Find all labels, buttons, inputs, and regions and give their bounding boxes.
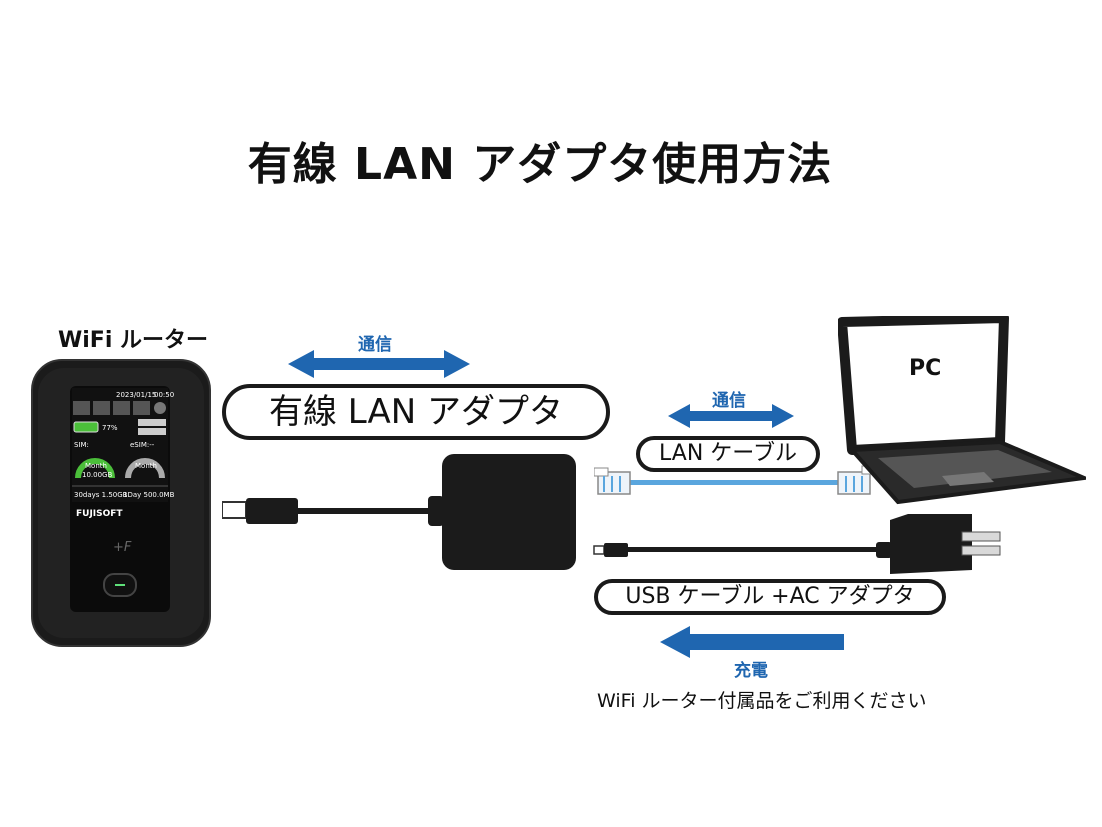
double-arrow-icon (288, 350, 470, 378)
arrow-left-icon (660, 626, 844, 658)
comm-label-2: 通信 (712, 391, 746, 411)
wifi-router-illustration: 2023/01/15 00:50 77% SIM: eSIM:-- Month … (31, 359, 211, 647)
usb-ac-label: USB ケーブル +AC アダプタ (594, 579, 946, 615)
note-text: WiFi ルーター付属品をご利用ください (597, 690, 927, 712)
laptop-illustration (838, 316, 1086, 505)
router-gauge1-label: Month (85, 462, 107, 470)
usb-ac-adapter-illustration (593, 514, 1001, 574)
charge-label: 充電 (734, 661, 768, 681)
router-sim: SIM: (74, 441, 89, 449)
router-brand: FUJISOFT (76, 509, 123, 519)
router-esim: eSIM:-- (130, 441, 155, 449)
adapter-label: 有線 LAN アダプタ (222, 384, 610, 440)
page-title: 有線 LAN アダプタ使用方法 (247, 139, 833, 190)
router-label: WiFi ルーター (58, 322, 208, 354)
router-usage-right: 1Day 500.0MB (123, 491, 175, 499)
router-date: 2023/01/15 (116, 391, 156, 399)
router-gauge1-value: 10.00GB (82, 471, 112, 479)
svg-text:+F: +F (113, 540, 132, 555)
router-time: 00:50 (154, 391, 174, 399)
double-arrow-icon (668, 404, 794, 428)
lan-cable-label: LAN ケーブル (636, 436, 820, 472)
pc-label: PC (909, 356, 942, 381)
comm-label-1: 通信 (358, 335, 392, 355)
lan-adapter-illustration (222, 454, 576, 570)
router-label-text: WiFi ルーター (58, 328, 209, 353)
router-gauge2-label: Month (135, 462, 157, 470)
router-usage-left: 30days 1.50GB (74, 491, 128, 499)
router-battery: 77% (102, 424, 118, 432)
